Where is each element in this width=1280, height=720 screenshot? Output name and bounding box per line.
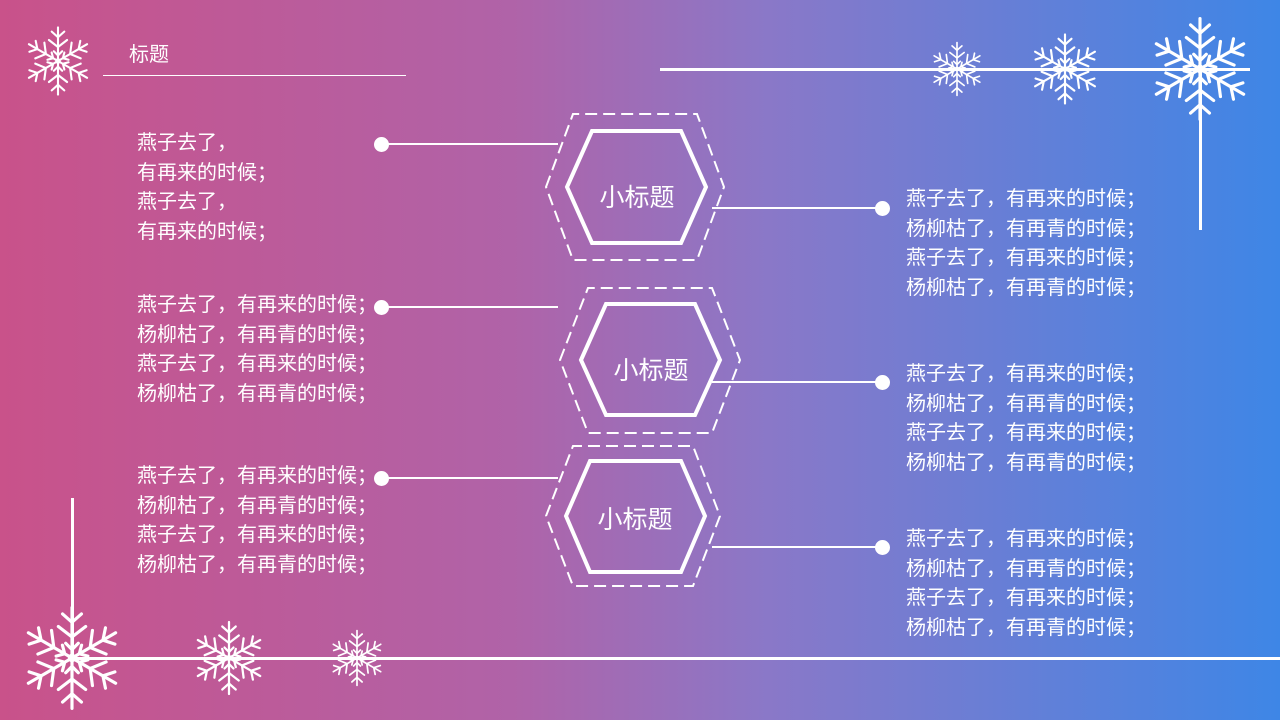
connector-dot [875,375,890,390]
right-text-block-2: 燕子去了，有再来的时候； 杨柳枯了，有再青的时候； 燕子去了，有再来的时候； 杨… [906,361,1146,474]
connector-right-3 [712,546,882,548]
left-text-block-2: 燕子去了，有再来的时候； 杨柳枯了，有再青的时候； 燕子去了，有再来的时候； 杨… [137,292,377,405]
connector-dot [875,201,890,216]
connector-dot [374,300,389,315]
connector-left-2 [381,306,558,308]
connector-dot [875,540,890,555]
hexagon-3-label: 小标题 [597,505,673,534]
connector-dot [374,471,389,486]
hexagon-1-label: 小标题 [599,183,675,212]
connector-dot [374,137,389,152]
top-divider-line [660,68,1250,71]
left-vertical-line [71,498,74,658]
connector-right-2 [712,381,882,383]
left-text-block-1: 燕子去了， 有再来的时候； 燕子去了， 有再来的时候； [137,130,277,243]
connector-left-1 [381,143,558,145]
title-underline [103,75,406,76]
connector-right-1 [712,207,882,209]
right-text-block-1: 燕子去了，有再来的时候； 杨柳枯了，有再青的时候； 燕子去了，有再来的时候； 杨… [906,186,1146,299]
right-text-block-3: 燕子去了，有再来的时候； 杨柳枯了，有再青的时候； 燕子去了，有再来的时候； 杨… [906,526,1146,639]
connector-left-3 [381,477,558,479]
slide-title: 标题 [129,42,169,66]
right-vertical-line [1199,69,1202,230]
hexagon-2-label: 小标题 [613,356,689,385]
left-text-block-3: 燕子去了，有再来的时候； 杨柳枯了，有再青的时候； 燕子去了，有再来的时候； 杨… [137,463,377,576]
bottom-divider-line [72,657,1280,660]
